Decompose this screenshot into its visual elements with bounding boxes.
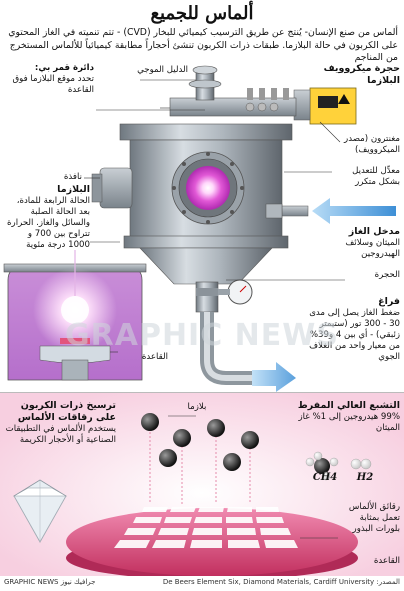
intro-text: ألماس من صنع الإنسان- يُنتج عن طريق التر… xyxy=(8,27,398,63)
vacuum-pipe xyxy=(200,312,252,385)
label-waveguide: الدليل الموجي xyxy=(137,65,188,75)
label-chamber: الحجرة xyxy=(374,270,400,280)
viewport xyxy=(171,151,245,225)
vacuum-arrow xyxy=(252,362,296,392)
label-tuner: معدِّل للتعديل بشكل متكرر xyxy=(352,166,400,187)
watermark: GRAPHIC NEWS xyxy=(65,318,339,353)
top-tuner xyxy=(188,65,222,101)
side-window xyxy=(91,167,133,209)
page-title: ألماس للجميع xyxy=(150,3,254,24)
diamond-gem xyxy=(12,479,68,543)
waveguide xyxy=(169,88,297,117)
label-wafers: رقائق الألماس تعمل بمثابة بلورات البذور xyxy=(348,502,400,534)
deposition-illustration xyxy=(0,392,404,576)
pressure-gauge xyxy=(196,279,253,305)
label-base-top: القاعدة xyxy=(141,352,168,362)
gas-inlet-arrow xyxy=(312,198,396,224)
plasma-cutaway xyxy=(3,250,147,381)
footer-source: المصدر: De Beers Element Six, Diamond Ma… xyxy=(162,578,400,586)
leader-lines xyxy=(84,79,345,353)
label-magnetron: مغنترون (مصدر الميكروويف) xyxy=(344,134,400,155)
label-plasma-chamber: حجرة ميكروويف البلازما xyxy=(323,63,400,86)
label-base-bottom: القاعدة xyxy=(373,556,400,566)
carbon-atoms xyxy=(141,413,259,504)
gas-inlet-pipe xyxy=(265,203,309,219)
label-window: نافذة xyxy=(63,172,82,182)
wafer-grid xyxy=(114,507,298,548)
label-viewport: دائرة قمر بي:تحدد موقع البلازما فوق القا… xyxy=(12,63,94,95)
molecule-legend xyxy=(305,451,372,481)
label-h2: H2 xyxy=(356,472,374,483)
footer: GRAPHIC NEWS جرافيك نيوز المصدر: De Beer… xyxy=(0,576,404,591)
cvd-chamber-illustration xyxy=(3,65,396,392)
label-ch4: CH4 xyxy=(312,472,338,483)
label-plasma-small: بلازما xyxy=(187,402,207,412)
magnetron xyxy=(293,87,357,125)
footer-credit: GRAPHIC NEWS جرافيك نيوز xyxy=(4,578,96,586)
bottom-leader-lines xyxy=(168,415,338,539)
